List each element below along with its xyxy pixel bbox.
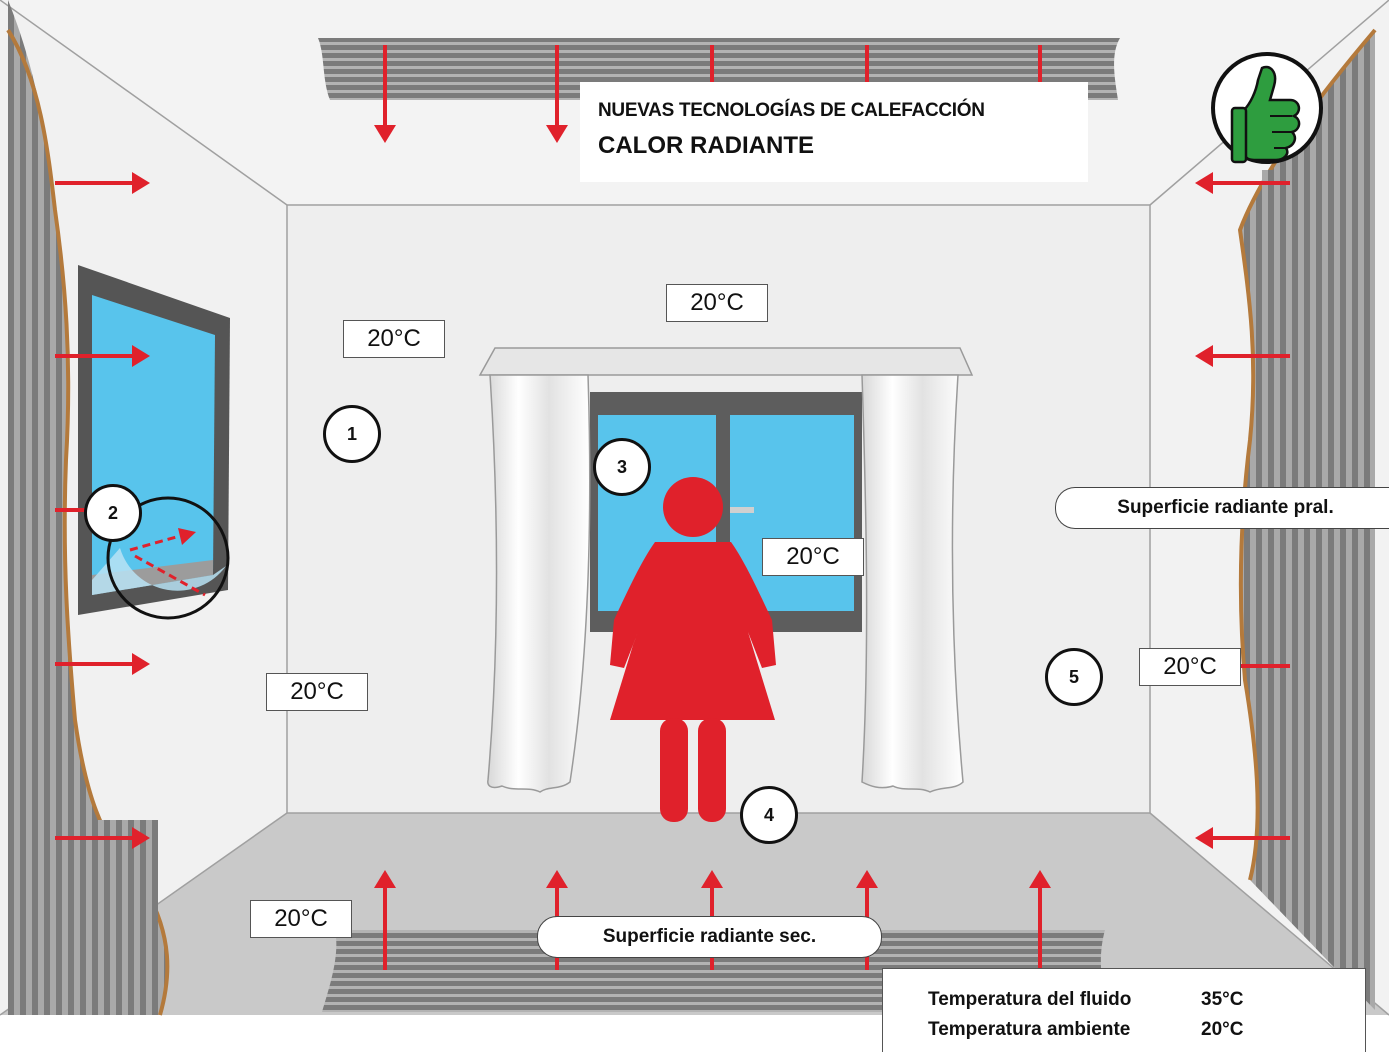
heat-arrows-right-wall bbox=[1195, 172, 1290, 849]
window-handle bbox=[730, 507, 754, 513]
curtain-right bbox=[861, 374, 964, 793]
marker-3: 3 bbox=[593, 438, 651, 496]
temp-label-left-wall-bottom: 20°C bbox=[266, 673, 368, 711]
temp-label-floor: 20°C bbox=[250, 900, 352, 938]
left-radiator-unit bbox=[92, 820, 158, 920]
fluid-temperature-label: Temperatura del fluido bbox=[928, 989, 1132, 1010]
ambient-temperature-value: 20°C bbox=[1201, 1019, 1244, 1040]
temp-label-ceiling: 20°C bbox=[666, 284, 768, 322]
left-window-glass bbox=[92, 295, 215, 595]
curtain-rod bbox=[478, 347, 974, 376]
temperature-info-box: Temperatura del fluido 35°C Temperatura … bbox=[882, 968, 1366, 1052]
title-box: NUEVAS TECNOLOGÍAS DE CALEFACCIÓN CALOR … bbox=[580, 82, 1088, 182]
left-wall-radiator bbox=[8, 0, 168, 1015]
fluid-temperature-value: 35°C bbox=[1201, 989, 1244, 1010]
temp-label-left-wall-top: 20°C bbox=[343, 320, 445, 358]
temp-label-right-wall: 20°C bbox=[1139, 648, 1241, 686]
heat-arrows-left-wall bbox=[55, 172, 150, 849]
marker-2: 2 bbox=[84, 484, 142, 542]
title-line-2: CALOR RADIANTE bbox=[598, 132, 814, 159]
ambient-temperature-label: Temperatura ambiente bbox=[928, 1019, 1131, 1040]
marker-5: 5 bbox=[1045, 648, 1103, 706]
curtain-left bbox=[487, 374, 591, 793]
person-icon bbox=[610, 477, 776, 822]
marker-1: 1 bbox=[323, 405, 381, 463]
thumbs-up-icon bbox=[1211, 52, 1323, 164]
window-detail-circle bbox=[92, 496, 230, 620]
main-radiant-surface-label: Superficie radiante pral. bbox=[1055, 487, 1389, 529]
secondary-radiant-surface-label: Superficie radiante sec. bbox=[537, 916, 882, 958]
temp-label-window: 20°C bbox=[762, 538, 864, 576]
title-line-1: NUEVAS TECNOLOGÍAS DE CALEFACCIÓN bbox=[598, 100, 985, 121]
marker-4: 4 bbox=[740, 786, 798, 844]
